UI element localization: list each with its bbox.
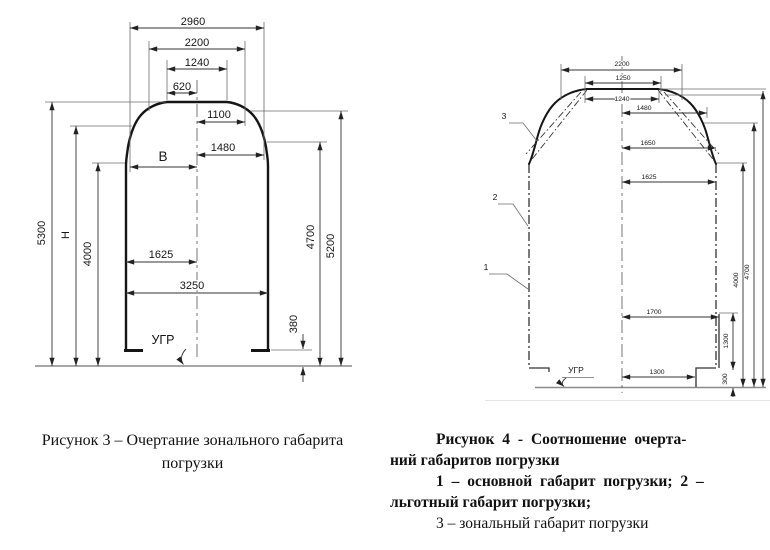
figure4-caption-line3: 1 – основной габарит погрузки; 2 – — [436, 473, 704, 490]
dim-2960: 2960 — [181, 16, 205, 28]
dim-1100: 1100 — [207, 109, 231, 121]
dim-1625: 1625 — [641, 174, 656, 181]
dim-2200: 2200 — [614, 61, 629, 68]
dim-4000: 4000 — [82, 242, 94, 266]
extension-lines — [560, 64, 766, 378]
dim-4700: 4700 — [744, 264, 751, 279]
figure3-caption-line1: Рисунок 3 – Очертание зонального габарит… — [41, 432, 344, 449]
dim-B: В — [158, 149, 167, 164]
dim-3250: 3250 — [180, 280, 204, 292]
dim-1700: 1700 — [646, 309, 661, 316]
figure4-caption-line4: льготный габарит погрузки; — [390, 494, 592, 511]
callout-1: 1 — [484, 262, 489, 272]
callout-leaders — [489, 122, 538, 290]
figure3-drawing: 2960 2200 1240 620 1100 1480 В 1625 3250… — [35, 15, 352, 382]
extension-lines — [45, 22, 348, 351]
dim-2200: 2200 — [185, 37, 209, 49]
callout-2: 2 — [493, 192, 498, 202]
zonal-gauge-curve — [528, 88, 717, 165]
figure4-drawing: 2200 1250 1240 1480 1650 1625 1700 1300 … — [483, 56, 770, 401]
dim-300: 300 — [722, 373, 729, 385]
datum-arrow — [176, 348, 187, 365]
figure3-caption: Рисунок 3 – Очертание зонального габарит… — [0, 429, 385, 475]
dim-1650: 1650 — [640, 140, 655, 147]
dim-1625: 1625 — [149, 249, 173, 261]
bottom-steps — [529, 314, 720, 387]
dim-1480: 1480 — [211, 142, 235, 154]
dimension-lines — [49, 25, 344, 382]
dim-1300-bottom: 1300 — [649, 369, 664, 376]
dimension-lines — [556, 67, 766, 397]
figure4-caption-line2: ний габаритов погрузки — [390, 452, 560, 469]
dim-1250: 1250 — [615, 75, 630, 82]
rail-datum-label: УГР — [151, 333, 174, 347]
figure3-caption-line2: погрузки — [161, 455, 224, 472]
dim-1240: 1240 — [614, 96, 629, 103]
dim-4000: 4000 — [733, 272, 740, 287]
dim-380: 380 — [288, 315, 300, 333]
dim-5200: 5200 — [325, 234, 337, 258]
dim-H: Н — [60, 231, 72, 239]
rail-datum-label: УГР — [568, 365, 584, 375]
figure4-caption-line1: Рисунок 4 - Соотношение очерта- — [436, 431, 687, 448]
gauge-slopes — [525, 89, 720, 164]
main-gauge-sides — [528, 164, 717, 368]
dim-620: 620 — [173, 81, 191, 93]
dim-5300: 5300 — [36, 221, 48, 245]
datum-arrow — [556, 377, 567, 387]
figure4-caption: Рисунок 4 - Соотношение очерта- ний габа… — [390, 429, 770, 534]
figure4-caption-line5: 3 – зональный габарит погрузки — [436, 515, 649, 532]
dim-1480: 1480 — [636, 105, 651, 112]
dim-1240: 1240 — [185, 57, 209, 69]
dim-1300-height: 1300 — [723, 333, 730, 348]
zonal-gauge-outline — [124, 100, 270, 351]
callout-3: 3 — [502, 111, 507, 121]
dim-4700: 4700 — [305, 225, 317, 249]
